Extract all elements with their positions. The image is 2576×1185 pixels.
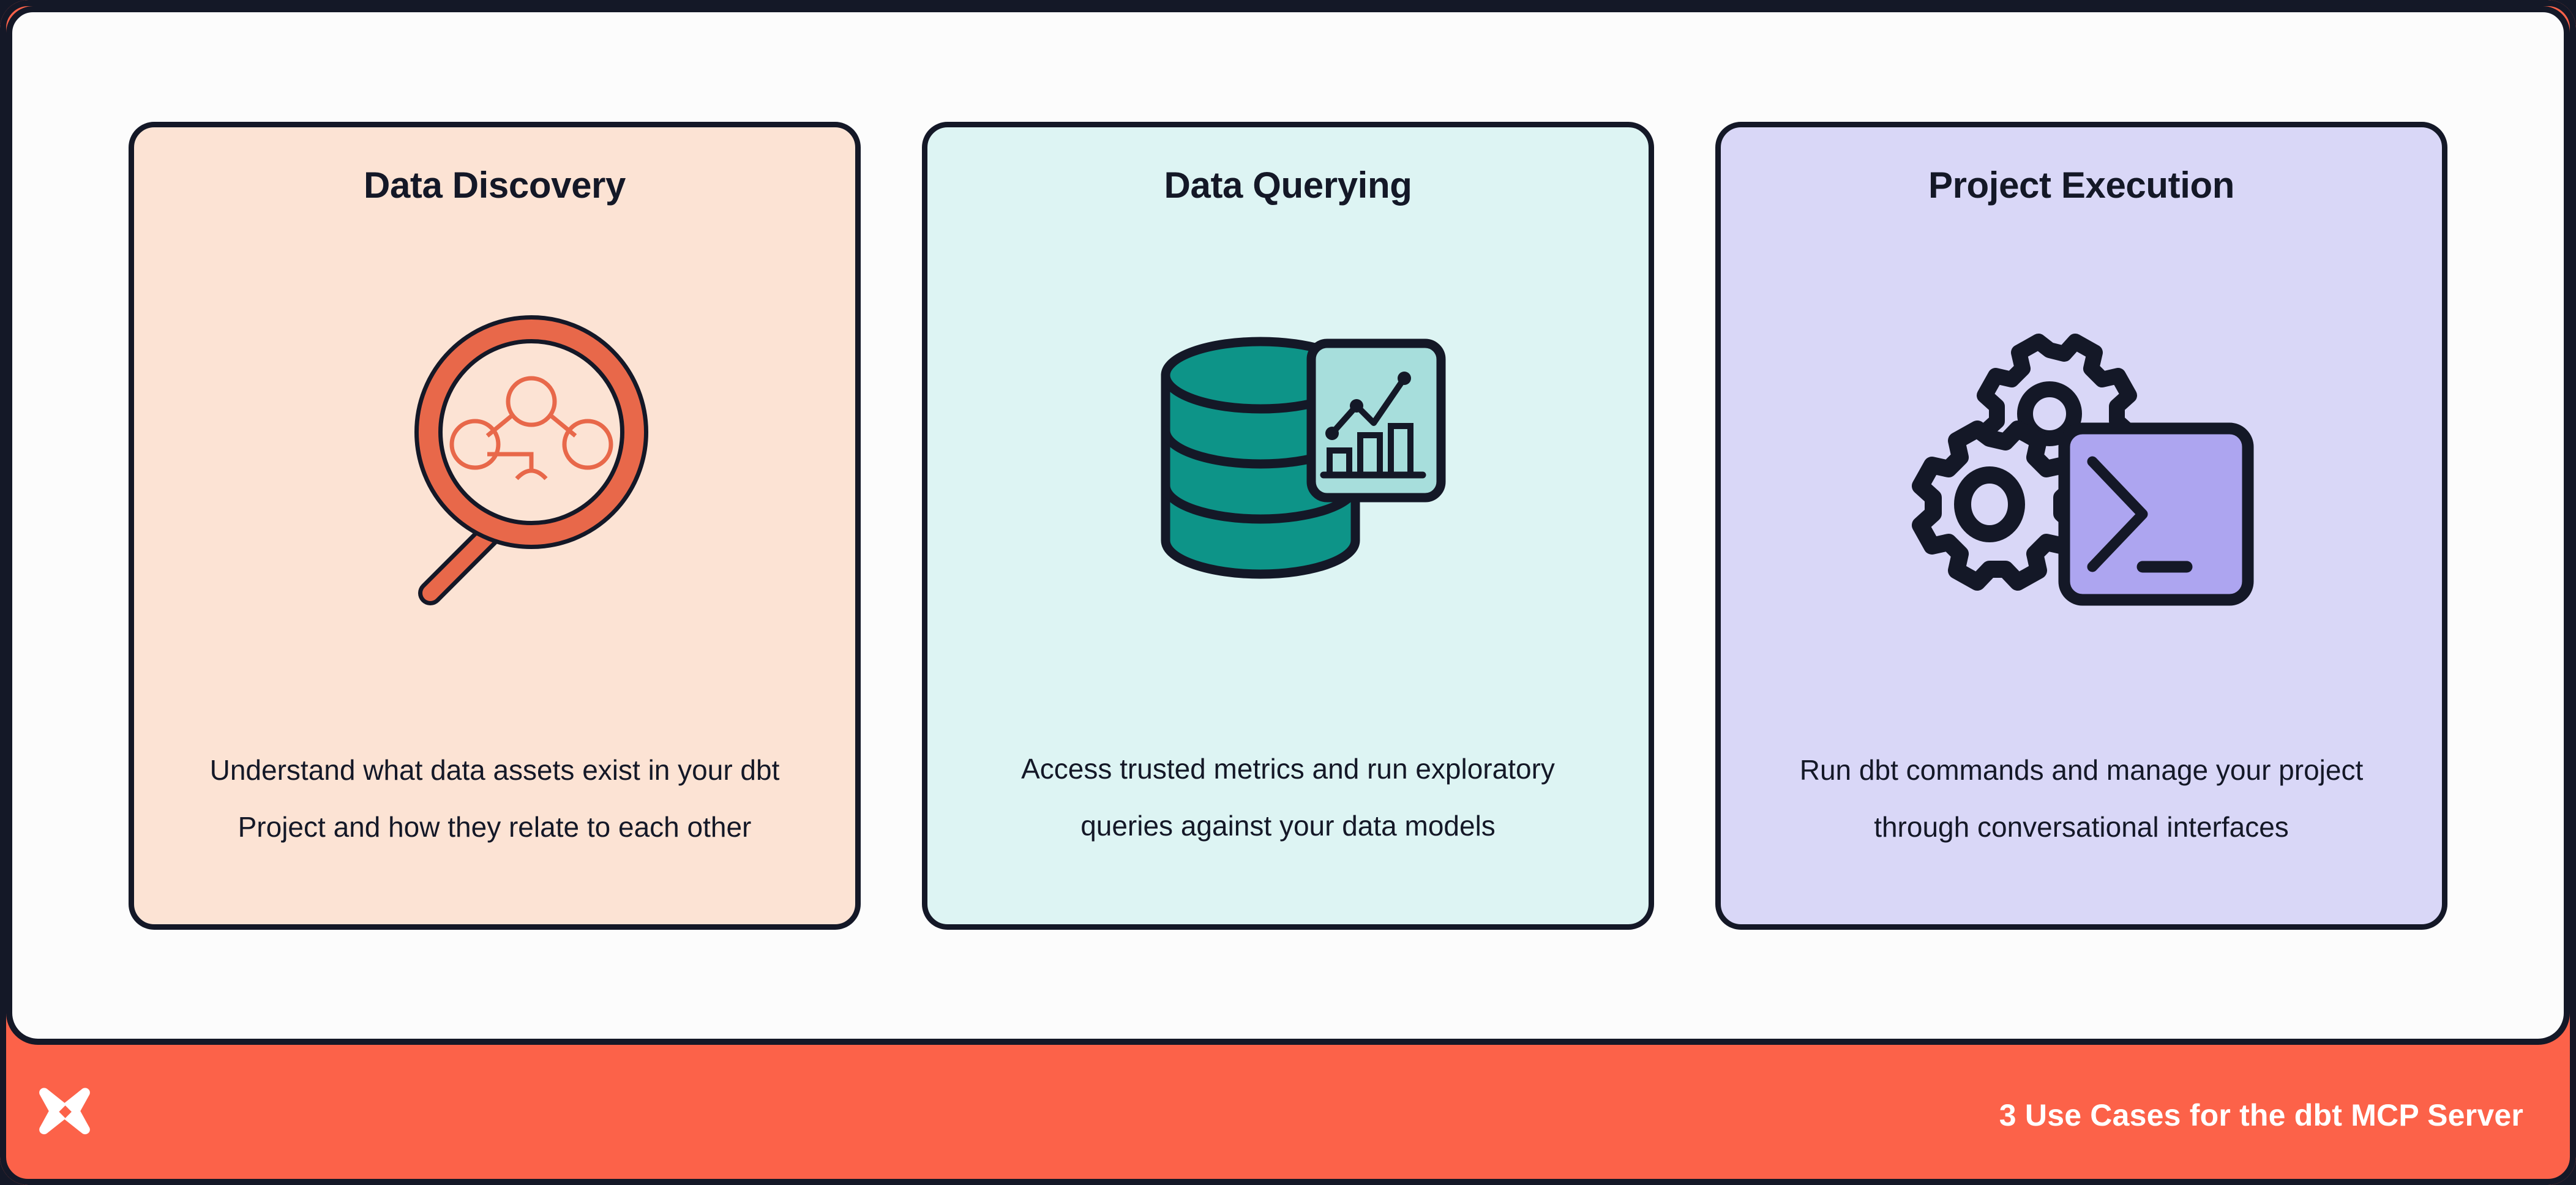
card-description: Run dbt commands and manage your project… [1799,753,2364,843]
terminal-window [2058,422,2254,605]
gears-terminal-icon [1912,333,2254,605]
card-icon-area [167,206,822,742]
card-description: Understand what data assets exist in you… [209,753,780,843]
card-icon-area [1754,206,2409,742]
gear-lower [1912,420,2083,591]
footer-caption: 3 Use Cases for the dbt MCP Server [1999,1097,2523,1132]
card-title: Project Execution [1928,164,2234,206]
footer-bar: 3 Use Cases for the dbt MCP Server [0,1045,2576,1185]
card-data-discovery[interactable]: Data Discovery [129,121,861,930]
card-icon-area [960,206,1616,741]
use-case-card-row: Data Discovery [12,12,2564,1039]
content-panel: Data Discovery [6,6,2570,1045]
card-title: Data Discovery [364,164,626,206]
dbt-x-logo-icon [39,1087,90,1134]
card-project-execution[interactable]: Project Execution [1715,121,2447,930]
magnifying-glass-lineage-icon [414,315,648,605]
card-description: Access trusted metrics and run explorato… [1021,752,1555,842]
card-data-querying[interactable]: Data Querying [922,121,1654,930]
database-chart-icon [1161,337,1446,578]
card-title: Data Querying [1164,164,1412,206]
